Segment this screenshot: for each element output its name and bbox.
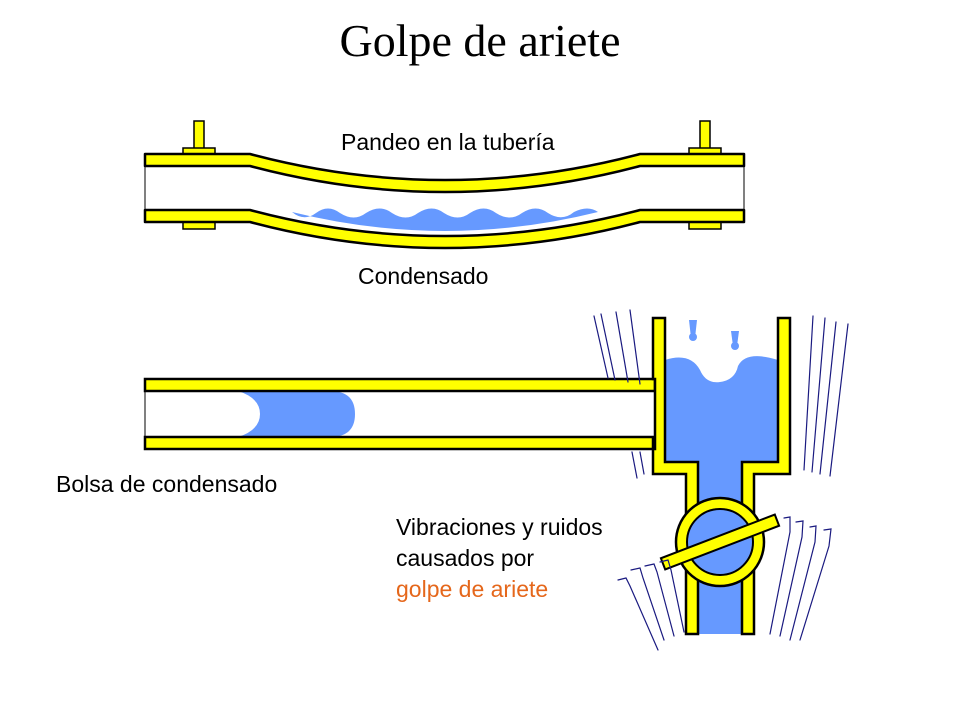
vibration-label-line2: causados por (396, 545, 535, 571)
water-droplet (689, 320, 697, 338)
vibration-lines (593, 309, 849, 651)
water-droplet (689, 333, 697, 341)
valve-disc (659, 513, 781, 571)
pipe-sag-label: Pandeo en la tubería (341, 129, 555, 155)
condensate-pocket-label: Bolsa de condensado (56, 471, 278, 497)
vertical-fitting (651, 316, 792, 636)
sagging-pipe-interior (145, 166, 744, 236)
condensate-slug (238, 391, 355, 437)
horizontal-pipe-upper-wall (143, 377, 657, 393)
fitting-water (665, 356, 778, 634)
page-title: Golpe de ariete (339, 15, 621, 66)
horizontal-pipe-interior (144, 390, 656, 438)
water-droplet (731, 331, 739, 346)
vibration-noise-label: Vibraciones y ruidos causados por golpe … (396, 512, 603, 605)
vibration-label-line3: golpe de ariete (396, 576, 549, 602)
condensate-label: Condensado (358, 263, 489, 289)
water-droplet (731, 342, 739, 350)
vibration-label-line1: Vibraciones y ruidos (396, 514, 603, 540)
condensate-pool (292, 208, 598, 231)
sagging-pipe (143, 120, 746, 250)
horizontal-pipe (143, 377, 657, 451)
sagging-pipe-lower-wall (143, 208, 746, 250)
horizontal-pipe-lower-wall (143, 435, 655, 451)
